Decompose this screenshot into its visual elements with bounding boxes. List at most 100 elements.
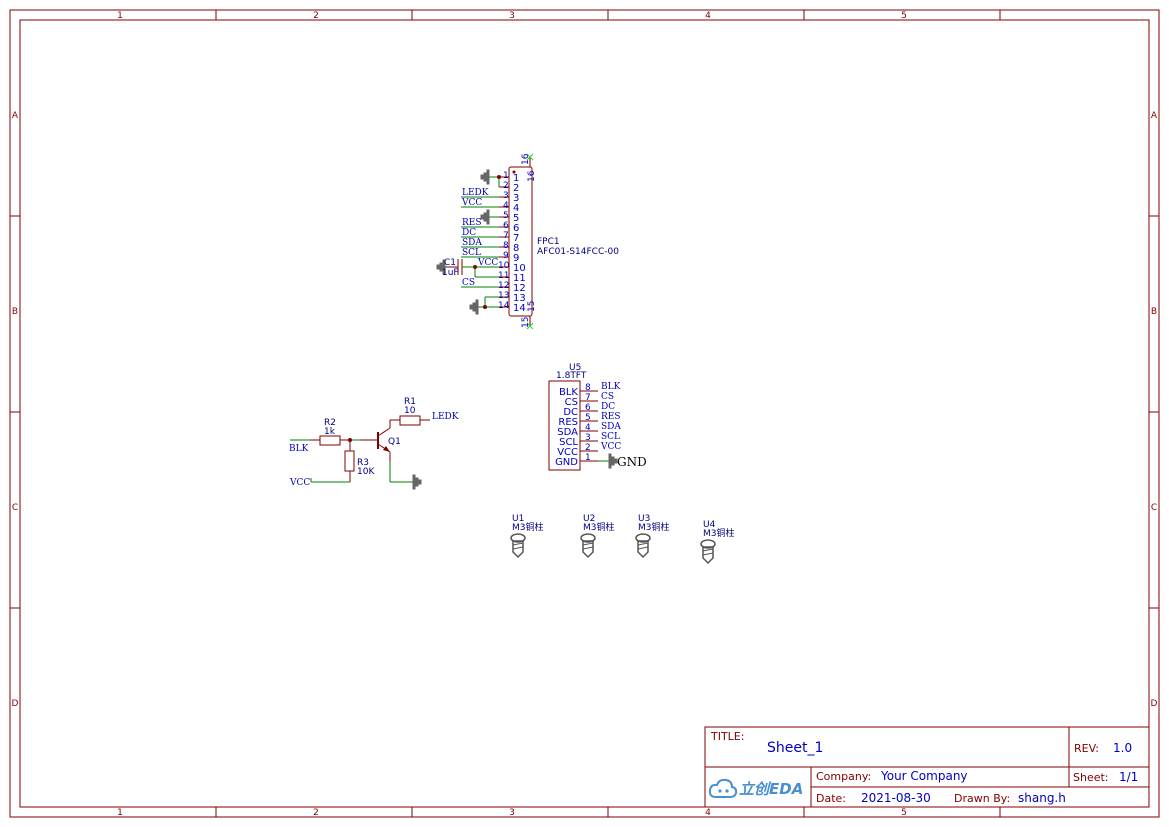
fpc1-pin-name: 2 (513, 183, 519, 194)
row-label: B (12, 307, 18, 317)
ground-symbol (480, 209, 490, 225)
u5-pin-name: VCC (557, 447, 578, 458)
fpc1-pin-number: 7 (503, 231, 509, 241)
column-label: 4 (705, 808, 711, 818)
r3-value: 10K (357, 467, 375, 477)
fpc1-part-number: AFC01-S14FCC-00 (537, 247, 619, 257)
u5-pin-number: 1 (585, 453, 591, 463)
net-label: SCL (601, 432, 620, 442)
rev-label: REV: (1074, 742, 1099, 755)
u5-tft-module[interactable] (548, 380, 609, 471)
fpc1-pin-number: 14 (498, 301, 510, 311)
u5-designator: U5 (569, 363, 581, 373)
r3-resistor[interactable] (344, 440, 355, 482)
u5-pin-name: GND (555, 457, 578, 468)
standoff-value: M3铜柱 (512, 521, 544, 533)
u5-pin-names: BLK CS DC RES SDA SCL VCC GND (555, 387, 578, 468)
ground-symbol (608, 453, 618, 469)
net-label: VCC (600, 442, 621, 452)
date-label: Date: (816, 792, 846, 805)
u5-pin-number: 4 (585, 423, 591, 433)
net-label: CS (462, 278, 475, 288)
sheet-title: Sheet_1 (767, 740, 823, 756)
c1-capacitor[interactable] (445, 259, 475, 275)
c1-value: 1uF (442, 268, 459, 278)
drawn-by-label: Drawn By: (954, 792, 1010, 805)
sheet-frame (9, 9, 1160, 818)
fpc1-pin-name: 11 (513, 273, 526, 284)
net-label: RES (462, 218, 482, 228)
fpc1-pin-number: 5 (503, 211, 509, 221)
net-label: DC (601, 402, 615, 412)
u5-value: 1.8TFT (556, 371, 587, 381)
fpc1-pin-name: 3 (513, 193, 519, 204)
u5-pin-number: 6 (585, 403, 591, 413)
u5-pin-name: CS (565, 397, 578, 408)
r2-resistor[interactable] (310, 435, 350, 446)
fpc1-pin-name: 12 (513, 283, 526, 294)
r2-value: 1k (324, 427, 336, 437)
q1-designator: Q1 (388, 437, 401, 447)
u5-pin-number: 2 (585, 443, 591, 453)
standoff-u2[interactable] (580, 533, 596, 559)
fpc1-pin-number: 6 (503, 221, 509, 231)
fpc1-pin-name: 5 (513, 213, 519, 224)
r1-resistor[interactable] (390, 415, 430, 426)
fpc1-pin-name: 15 (527, 301, 537, 312)
net-label: CS (601, 392, 614, 402)
ground-symbol (412, 474, 422, 490)
fpc1-pin-number: 2 (503, 181, 509, 191)
net-label: RES (601, 412, 621, 422)
standoff-value: M3铜柱 (583, 521, 615, 533)
sheet-label: Sheet: (1073, 771, 1109, 784)
q1-transistor[interactable] (360, 420, 391, 462)
u5-pin-name: SCL (559, 437, 578, 448)
row-label: C (1151, 503, 1157, 513)
column-label: 5 (901, 808, 907, 818)
standoff-designator: U3 (638, 514, 650, 524)
standoff-value: M3铜柱 (703, 527, 735, 539)
column-label: 3 (509, 808, 515, 818)
fpc1-pin-name: 6 (513, 223, 519, 234)
ground-symbol (436, 259, 446, 275)
fpc1-pin-names: 1 2 3 4 5 6 7 8 9 10 11 12 13 14 (513, 173, 526, 314)
standoff-u4[interactable] (700, 539, 716, 565)
net-label: BLK (289, 444, 309, 454)
fpc1-pin-number: 11 (498, 271, 509, 281)
column-label: 2 (313, 808, 319, 818)
row-label: A (12, 111, 19, 121)
u5-pin-number: 3 (585, 433, 591, 443)
u5-pin-name: DC (563, 407, 578, 418)
cloud-logo-icon (708, 778, 738, 798)
fpc1-connector[interactable] (499, 153, 534, 330)
net-label: GND (617, 455, 647, 469)
company-value: Your Company (880, 769, 968, 783)
column-label: 5 (901, 11, 907, 21)
net-label: VCC (477, 258, 498, 268)
u5-pin-name: BLK (559, 387, 578, 398)
fpc1-pin-name: 8 (513, 243, 519, 254)
column-label: 4 (705, 11, 711, 21)
fpc1-pin-number: 1 (503, 171, 509, 181)
c1-designator: C1 (444, 258, 456, 268)
fpc1-pin-name: 14 (513, 303, 526, 314)
row-labels-left: A B C D (12, 111, 19, 709)
fpc1-pin-name: 10 (513, 263, 526, 274)
net-label: BLK (601, 382, 621, 392)
fpc1-pin-number: 15 (521, 317, 531, 328)
row-label: D (1151, 699, 1158, 709)
standoff-u1[interactable] (510, 533, 526, 559)
fpc1-pin-name: 16 (527, 170, 537, 182)
net-label: SCL (462, 248, 481, 258)
net-label: VCC (461, 198, 482, 208)
title-block (704, 726, 1150, 808)
column-label: 3 (509, 11, 515, 21)
row-label: B (1151, 307, 1157, 317)
fpc1-pin-number: 4 (503, 201, 509, 211)
u5-pin-number: 7 (585, 393, 591, 403)
fpc1-pin-name: 9 (513, 253, 519, 264)
standoff-u3[interactable] (635, 533, 651, 559)
r3-designator: R3 (357, 458, 369, 468)
net-label: LEDK (432, 412, 459, 422)
drawn-by-value: shang.h (1018, 791, 1066, 805)
